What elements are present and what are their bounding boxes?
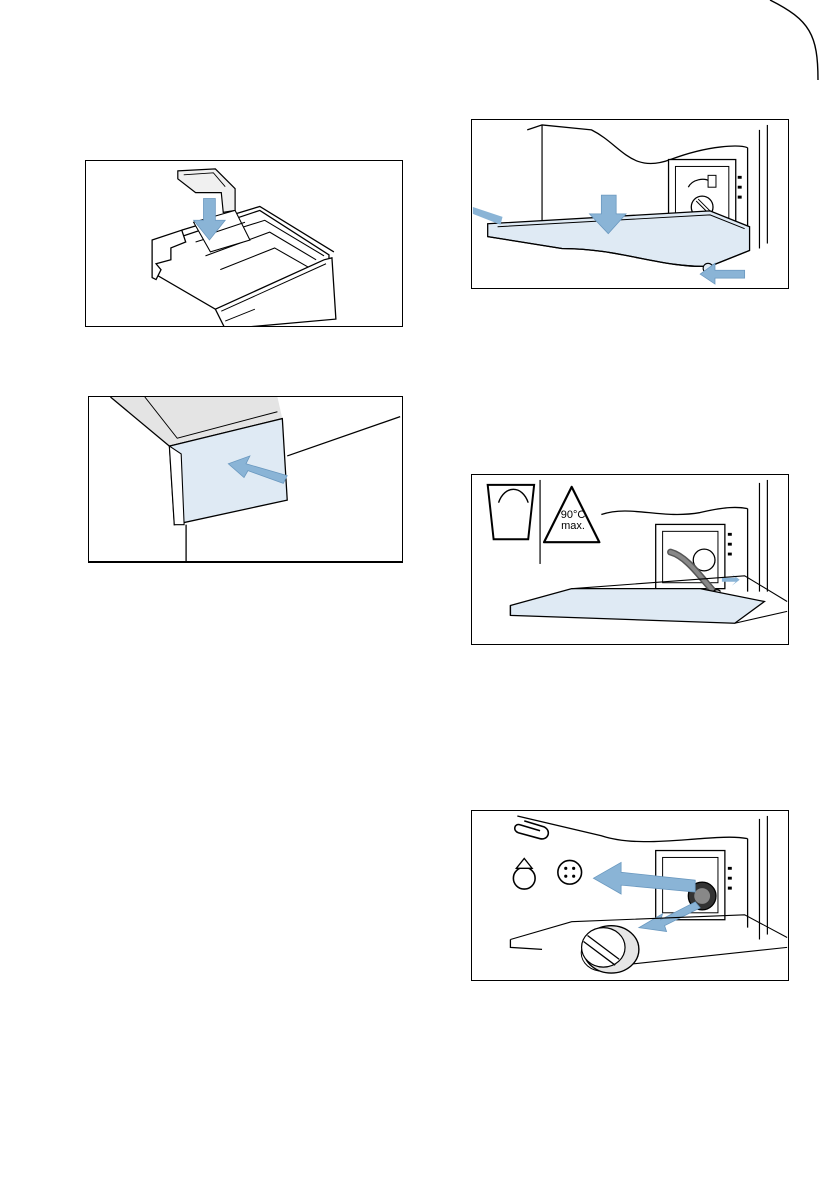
drain-hose-illustration xyxy=(472,475,788,644)
figure-remove-cover xyxy=(471,119,789,289)
warning-max: max. xyxy=(560,521,586,532)
button-icon xyxy=(558,860,582,884)
ring-icon xyxy=(513,867,535,889)
figure-drain-hose: 90°C max. xyxy=(471,474,789,645)
container-icon xyxy=(488,485,534,539)
warning-label: 90°C max. xyxy=(560,510,586,532)
paper-clip-icon xyxy=(515,821,549,839)
figure-push-drawer xyxy=(88,396,403,563)
push-drawer-illustration xyxy=(89,397,402,561)
detergent-drawer-illustration xyxy=(86,161,402,326)
figure-remove-filter xyxy=(471,810,789,981)
remove-filter-illustration xyxy=(472,811,788,980)
figure-detergent-drawer xyxy=(85,160,403,327)
remove-cover-illustration xyxy=(472,120,788,288)
